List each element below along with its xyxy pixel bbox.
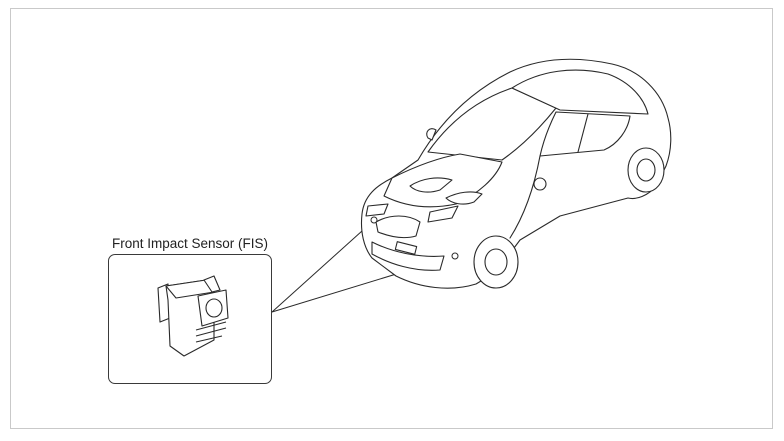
hood-vent-2	[445, 191, 483, 205]
front-grille	[375, 215, 421, 239]
sensor-location-right	[451, 252, 459, 260]
b-pillar	[577, 113, 589, 153]
license-plate	[394, 241, 418, 255]
side-mirror	[533, 177, 547, 191]
vehicle-illustration	[360, 58, 672, 289]
leader-line-left-sensor	[271, 221, 373, 313]
sensor-clip	[203, 275, 221, 293]
front-wheel-hub	[484, 248, 508, 276]
sensor-location-left	[370, 216, 378, 224]
connector-port	[205, 298, 223, 318]
headlight-left	[365, 203, 389, 217]
callout-label-front-impact-sensor: Front Impact Sensor (FIS)	[112, 236, 269, 251]
roof-panel	[511, 69, 649, 115]
sensor-locations	[370, 216, 459, 260]
front-impact-sensor-illustration	[157, 275, 229, 357]
sensor-detail-inset	[108, 254, 272, 384]
hood-vent	[409, 177, 453, 193]
lower-bumper	[371, 241, 445, 271]
mirror-left-stub	[426, 128, 437, 141]
headlight-right	[427, 205, 459, 223]
sensor-ribs	[195, 321, 227, 343]
door-line	[509, 155, 541, 239]
rear-wheel-hub	[636, 158, 656, 182]
side-window	[539, 111, 631, 157]
